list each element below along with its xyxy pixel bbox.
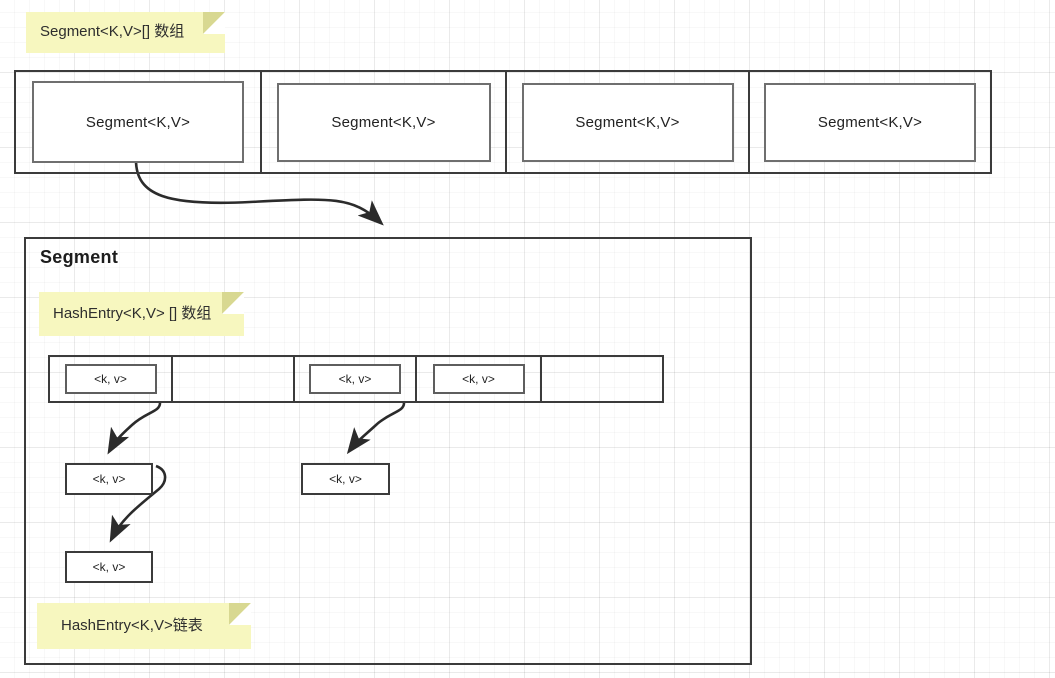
note-fold-icon	[229, 603, 251, 625]
segment-box-0[interactable]: Segment<K,V>	[32, 81, 244, 163]
note-hashentry-list-label: HashEntry<K,V>链表	[61, 616, 203, 634]
note-hashentry-array: HashEntry<K,V> [] 数组	[39, 292, 244, 336]
segment-detail-box: Segment	[24, 237, 752, 665]
segment-detail-title: Segment	[40, 247, 119, 267]
note-fold-icon	[222, 292, 244, 314]
hashentry-cell-3[interactable]: <k, v>	[417, 357, 542, 401]
chain-node-1[interactable]: <k, v>	[65, 463, 153, 495]
note-segment-array: Segment<K,V>[] 数组	[26, 12, 225, 53]
segment-array: Segment<K,V> Segment<K,V> Segment<K,V> S…	[14, 70, 992, 174]
hashentry-array: <k, v> <k, v> <k, v>	[48, 355, 664, 403]
hashentry-cell-1[interactable]	[173, 357, 295, 401]
segment-array-cell-2[interactable]: Segment<K,V>	[507, 72, 750, 172]
hashentry-cell-0[interactable]: <k, v>	[50, 357, 173, 401]
segment-box-2[interactable]: Segment<K,V>	[521, 82, 734, 162]
hashentry-entry-2[interactable]: <k, v>	[309, 364, 401, 394]
note-fold-icon	[203, 12, 225, 34]
chain-node-3[interactable]: <k, v>	[65, 551, 153, 583]
segment-array-cell-0[interactable]: Segment<K,V>	[16, 72, 262, 172]
hashentry-cell-2[interactable]: <k, v>	[295, 357, 417, 401]
hashentry-entry-3[interactable]: <k, v>	[432, 364, 525, 394]
segment-array-cell-1[interactable]: Segment<K,V>	[262, 72, 507, 172]
segment-array-cell-3[interactable]: Segment<K,V>	[750, 72, 990, 172]
chain-node-2[interactable]: <k, v>	[301, 463, 390, 495]
note-segment-array-label: Segment<K,V>[] 数组	[40, 23, 185, 41]
note-hashentry-list: HashEntry<K,V>链表	[37, 603, 251, 649]
note-hashentry-array-label: HashEntry<K,V> [] 数组	[53, 304, 212, 322]
hashentry-cell-4[interactable]	[542, 357, 662, 401]
hashentry-entry-0[interactable]: <k, v>	[64, 364, 157, 394]
segment-box-1[interactable]: Segment<K,V>	[276, 82, 491, 162]
segment-box-3[interactable]: Segment<K,V>	[764, 82, 976, 162]
